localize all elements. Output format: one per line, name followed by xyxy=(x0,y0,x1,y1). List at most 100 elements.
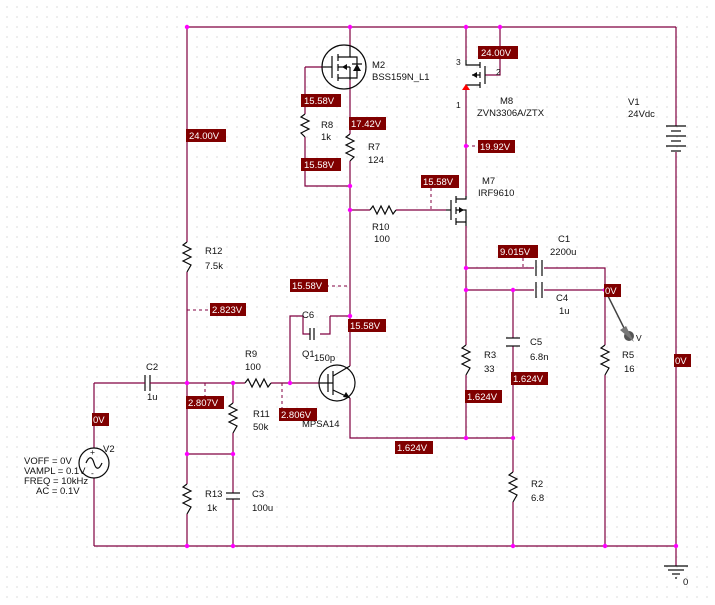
label-r12-ref: R12 xyxy=(205,246,222,257)
label-q1-ref: Q1 xyxy=(302,349,315,360)
wires xyxy=(93,26,677,566)
label-m2-part: BSS159N_L1 xyxy=(372,72,430,83)
source-v1[interactable] xyxy=(666,125,686,152)
resistor-r3[interactable] xyxy=(460,344,472,376)
label-c3-value: 100u xyxy=(252,503,273,514)
vmarker-q1-base: 2.806V xyxy=(279,408,317,421)
label-r10-value: 100 xyxy=(374,234,390,245)
resistor-r2[interactable] xyxy=(507,471,519,503)
capacitor-c6[interactable] xyxy=(309,328,315,340)
label-r11-value: 50k xyxy=(253,422,269,433)
label-r5-ref: R5 xyxy=(622,350,634,361)
vmarker-m7-gate: 15.58V xyxy=(421,175,459,188)
svg-text:2.823V: 2.823V xyxy=(212,305,243,316)
label-r7-value: 124 xyxy=(368,155,384,166)
label-r2-ref: R2 xyxy=(531,479,543,490)
wire-m2 xyxy=(304,27,351,210)
label-c6-value: 150p xyxy=(314,353,335,364)
label-c1-ref: C1 xyxy=(558,234,570,245)
vmarker-collector: 15.58V xyxy=(348,319,386,332)
label-q1-part: MPSA14 xyxy=(302,419,340,430)
svg-text:1.624V: 1.624V xyxy=(513,374,544,385)
resistor-r11[interactable] xyxy=(227,402,239,434)
label-c4-value: 1u xyxy=(559,306,570,317)
label-r13-ref: R13 xyxy=(205,489,222,500)
svg-text:1.624V: 1.624V xyxy=(397,443,428,454)
svg-text:15.58V: 15.58V xyxy=(350,321,381,332)
svg-text:2.806V: 2.806V xyxy=(281,410,312,421)
svg-text:-: - xyxy=(91,468,94,478)
vmarker-r3-low: 1.624V xyxy=(465,390,502,403)
label-r12-value: 7.5k xyxy=(205,261,223,272)
vmarker-c1-node: 9.015V xyxy=(498,245,538,258)
svg-text:9.015V: 9.015V xyxy=(500,247,531,258)
resistor-r9[interactable] xyxy=(244,377,272,389)
mosfet-m7[interactable] xyxy=(446,196,467,226)
resistor-r5[interactable] xyxy=(599,344,611,376)
label-v2-param-0: VOFF = 0V xyxy=(24,456,72,467)
label-r8-value: 1k xyxy=(321,132,331,143)
label-r13-value: 1k xyxy=(207,503,217,514)
svg-text:2.807V: 2.807V xyxy=(188,398,219,409)
wire-base xyxy=(271,315,350,384)
vmarker-m2-gate: 15.58V xyxy=(301,94,341,107)
vmarker-output: 0V xyxy=(604,284,621,297)
wire-emitter xyxy=(349,398,513,439)
label-m8-pin3: 3 xyxy=(456,57,461,67)
label-v2-param-1: VAMPL = 0.1V xyxy=(24,466,86,477)
label-r8-ref: R8 xyxy=(321,120,333,131)
source-v2[interactable]: + - xyxy=(78,447,110,479)
mosfet-m8[interactable] xyxy=(462,60,486,90)
resistor-r13[interactable] xyxy=(181,483,193,515)
vmarker-m7-source-node: 19.92V xyxy=(478,140,515,153)
mosfet-m2[interactable] xyxy=(321,44,367,90)
vmarker-m8-drain: 24.00V xyxy=(478,46,518,59)
wire-c6 xyxy=(302,316,331,335)
capacitor-c2[interactable] xyxy=(140,375,152,391)
voltage-markers: 15.58V 17.42V 15.58V 24.00V 24.00V 19.92… xyxy=(92,46,691,454)
svg-text:24.00V: 24.00V xyxy=(481,48,512,59)
label-c2-ref: C2 xyxy=(146,362,158,373)
label-m8-ref: M8 xyxy=(500,96,513,107)
ground-symbol xyxy=(664,565,688,579)
label-r10-ref: R10 xyxy=(372,222,389,233)
svg-text:17.42V: 17.42V xyxy=(351,119,382,130)
label-c3-ref: C3 xyxy=(252,489,264,500)
label-m2-ref: M2 xyxy=(372,60,385,71)
label-r2-value: 6.8 xyxy=(531,493,544,504)
resistor-r8[interactable] xyxy=(299,113,311,138)
vmarker-m7-source: 17.42V xyxy=(349,117,386,130)
label-c6-ref: C6 xyxy=(302,310,314,321)
resistor-r12[interactable] xyxy=(181,241,193,273)
capacitor-c4[interactable] xyxy=(535,282,543,298)
vmarker-bias-mid: 2.823V xyxy=(210,303,246,316)
wire-bias xyxy=(187,383,234,546)
label-m7-ref: M7 xyxy=(482,176,495,187)
label-v1-ref: V1 xyxy=(628,97,640,108)
label-r11-ref: R11 xyxy=(253,409,270,420)
svg-text:15.58V: 15.58V xyxy=(304,96,335,107)
label-v2-param-2: FREQ = 10kHz xyxy=(24,476,88,487)
vmarker-rail: 24.00V xyxy=(186,129,226,142)
capacitor-c1[interactable] xyxy=(535,260,543,276)
resistor-r7[interactable] xyxy=(344,133,356,162)
label-ground: 0 xyxy=(683,577,688,588)
component-labels: M2 BSS159N_L1 3 2 1 M8 ZVN3306A/ZTX V1 2… xyxy=(24,57,688,588)
transistor-q1[interactable] xyxy=(318,364,356,402)
svg-text:15.58V: 15.58V xyxy=(292,281,323,292)
svg-text:1.624V: 1.624V xyxy=(467,392,498,403)
label-c5-ref: C5 xyxy=(530,337,542,348)
wire-output xyxy=(465,255,606,546)
label-r3-value: 33 xyxy=(484,364,495,375)
voltage-probe[interactable] xyxy=(604,289,634,342)
svg-text:0V: 0V xyxy=(93,415,105,426)
vmarker-collector-left: 15.58V xyxy=(290,279,328,292)
vmarker-c5-low: 1.624V xyxy=(511,372,548,385)
resistor-r10[interactable] xyxy=(369,204,397,216)
capacitor-c5[interactable] xyxy=(506,337,520,347)
svg-text:15.58V: 15.58V xyxy=(304,160,335,171)
vmarker-r5-node: 0V xyxy=(674,354,691,367)
label-r7-ref: R7 xyxy=(368,142,380,153)
capacitor-c3[interactable] xyxy=(226,492,240,500)
